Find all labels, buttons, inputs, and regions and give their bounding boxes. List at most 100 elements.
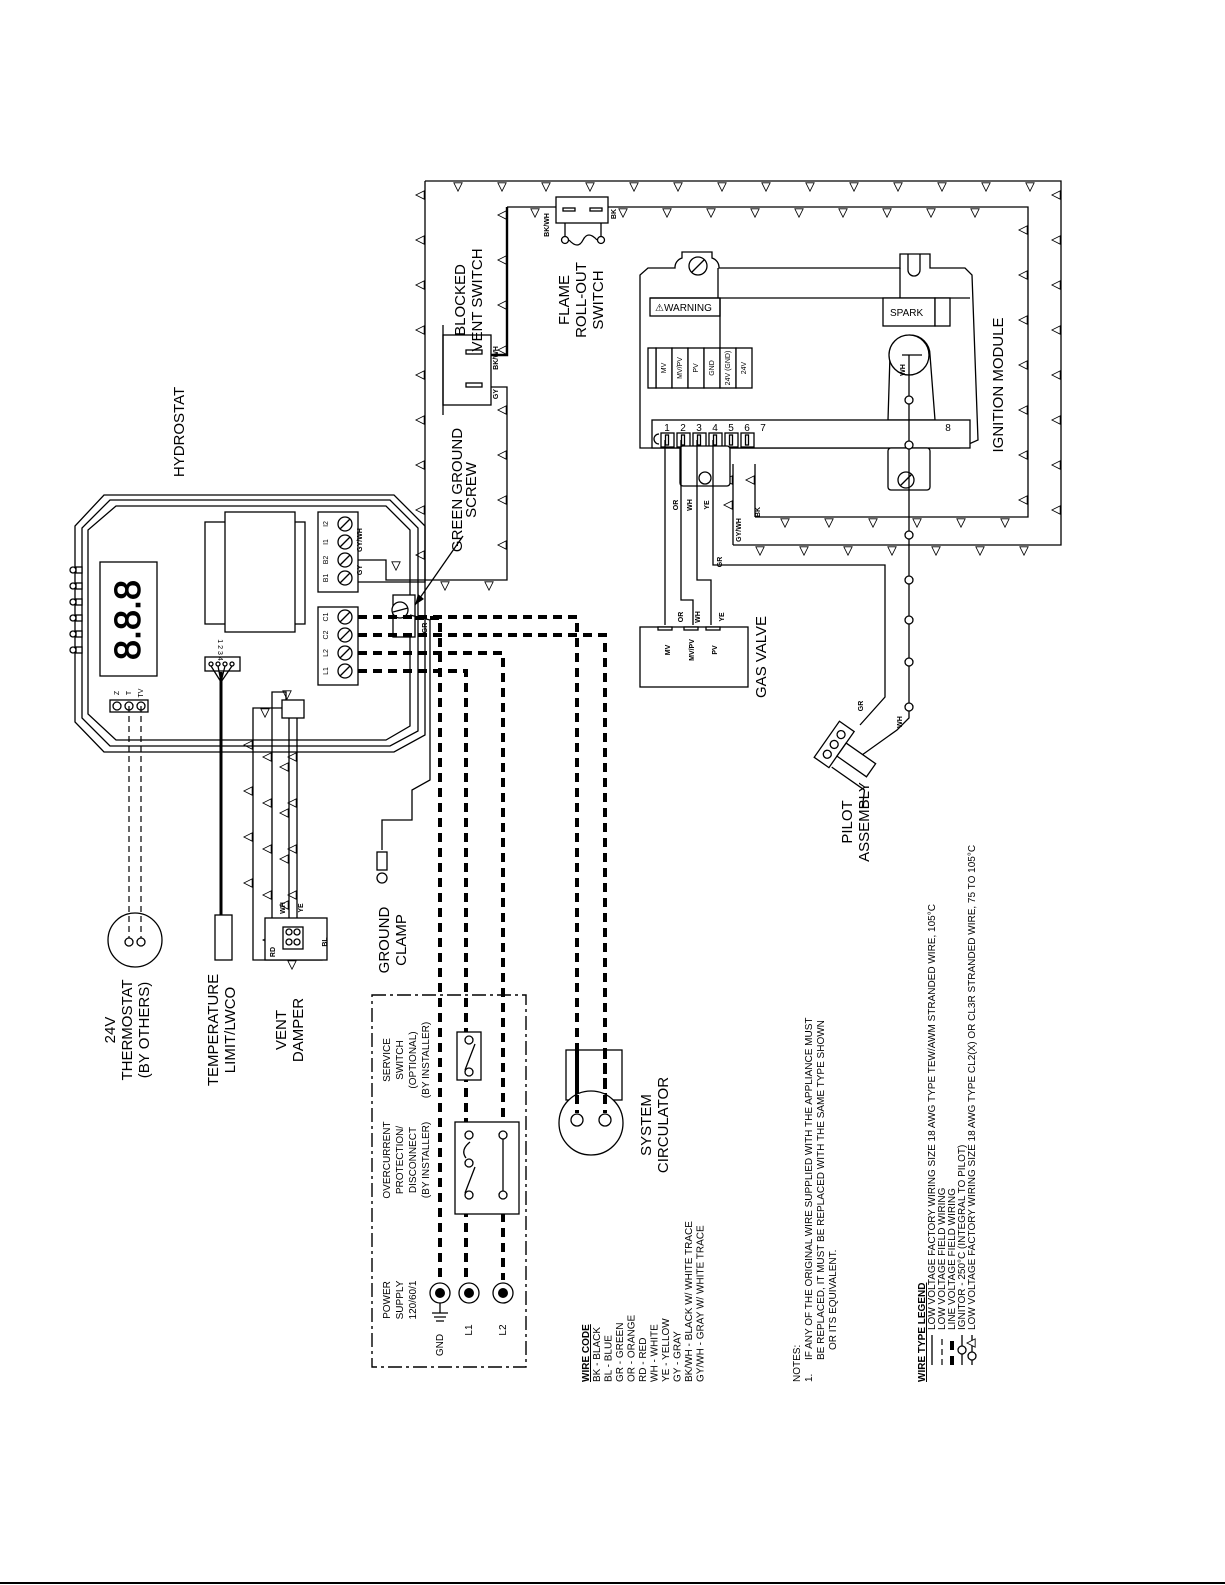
ignition-top-terminal xyxy=(735,347,753,389)
wire-label-or: OR xyxy=(673,500,680,511)
ignition-top-terminal-label: 24V (GND) xyxy=(725,351,732,386)
wire-code-item: GY - GRAY xyxy=(673,1331,684,1382)
service-switch-label-2: SWITCH xyxy=(395,1040,406,1079)
wire-marker xyxy=(415,460,425,470)
wire-marker xyxy=(287,960,297,970)
wire-marker xyxy=(1051,415,1061,425)
wire-marker xyxy=(262,890,272,900)
ignition-pin-number: 8 xyxy=(945,423,951,434)
wire-marker xyxy=(706,208,716,218)
wire-marker xyxy=(937,182,947,192)
wire-marker xyxy=(824,518,834,528)
power-supply-section: SERVICE SWITCH (OPTIONAL) (BY INSTALLER)… xyxy=(371,994,527,1368)
thermostat-terminal xyxy=(112,701,122,711)
damper-wire-rd: RD xyxy=(270,947,277,957)
wire-marker xyxy=(618,208,628,218)
blocked-vent-switch-label-1: BLOCKED xyxy=(452,264,469,336)
wire-marker xyxy=(723,500,733,510)
wire-marker xyxy=(262,844,272,854)
green-ground-screw-label-1: GREEN GROUND xyxy=(449,428,466,552)
damper-wire-bl: BL xyxy=(322,937,329,947)
wire-marker xyxy=(440,581,450,591)
flame-rollout-switch: BK/WH BK FLAME ROLL-OUT SWITCH xyxy=(544,196,618,338)
ignitor-marker xyxy=(904,530,914,540)
power-supply-label-1: POWER xyxy=(382,1281,393,1319)
wire-marker xyxy=(497,300,507,310)
power-supply-label-2: SUPPLY xyxy=(395,1280,406,1319)
service-switch-label-4: (BY INSTALLER) xyxy=(421,1022,432,1098)
spark-label: SPARK xyxy=(890,308,923,319)
note-line: OR ITS EQUIVALENT. xyxy=(828,1250,839,1350)
flame-rollout-label-1: FLAME xyxy=(556,275,573,325)
note-line: BE REPLACED, IT MUST BE REPLACED WITH TH… xyxy=(816,1020,827,1360)
service-switch-label-1: SERVICE xyxy=(382,1038,393,1082)
pilot-wire-gr: GR xyxy=(858,701,865,712)
flame-rollout-label-3: SWITCH xyxy=(590,270,607,329)
system-circulator: SYSTEM CIRCULATOR xyxy=(558,1049,672,1173)
ignition-top-terminal-label: 24V xyxy=(741,361,748,374)
spark-wire-label: WH xyxy=(900,364,907,376)
thermostat: 24V THERMOSTAT (BY OTHERS) xyxy=(102,706,163,1081)
wire-marker xyxy=(926,208,936,218)
gas-valve-wire-wh: WH xyxy=(695,611,702,623)
flame-rollout-label-2: ROLL-OUT xyxy=(573,262,590,338)
ignition-top-terminal-label: MV xyxy=(661,362,668,373)
pilot-assembly-label-2: ASSEMBLY xyxy=(856,782,873,862)
temperature-limit-label-1: TEMPERATURE xyxy=(205,974,222,1086)
overcurrent-label-4: (BY INSTALLER) xyxy=(421,1122,432,1198)
hydrostat-terminal-label: B1 xyxy=(323,574,330,583)
wire-marker xyxy=(887,546,897,556)
wire-marker xyxy=(415,505,425,515)
wire-marker xyxy=(838,208,848,218)
notes-title: NOTES: xyxy=(792,1345,803,1382)
wire-marker xyxy=(1018,225,1028,235)
note-line: IF ANY OF THE ORIGINAL WIRE SUPPLIED WIT… xyxy=(804,1018,815,1360)
wire-code-item: RD - RED xyxy=(638,1338,649,1382)
wire-label-bk-wh-2: BK/WH xyxy=(544,213,551,237)
damper-wire-wh: WH xyxy=(280,902,287,914)
wire-marker xyxy=(1000,518,1010,528)
page-bottom-border xyxy=(0,1582,1225,1584)
ignitor-marker xyxy=(904,395,914,405)
ground-clamp: GROUND CLAMP xyxy=(376,851,410,973)
vent-damper-label-2: DAMPER xyxy=(290,998,307,1062)
wire-marker xyxy=(780,518,790,528)
wire-marker xyxy=(415,235,425,245)
hydrostat-wire-gy: GY xyxy=(357,565,364,575)
overcurrent-label-1: OVERCURRENT xyxy=(382,1121,393,1198)
system-circulator-label-1: SYSTEM xyxy=(638,1094,655,1156)
hydrostat-display xyxy=(99,561,158,677)
green-ground-screw-label-2: SCREW xyxy=(463,461,480,518)
ground-wire-gr: GR xyxy=(422,623,429,634)
wire-type-legend: WIRE TYPE LEGEND LOW VOLTAGE FACTORY WIR… xyxy=(917,845,978,1382)
hydrostat-side-buttons xyxy=(69,566,83,654)
wire-marker xyxy=(1051,370,1061,380)
ignition-pin-number: 2 xyxy=(680,423,686,434)
ignition-pin-number: 5 xyxy=(728,423,734,434)
wire-label-gr: GR xyxy=(717,557,724,568)
power-terminal-l2: L2 xyxy=(498,1324,509,1336)
ignition-top-terminal-label: PV xyxy=(693,363,700,373)
gas-valve-wire-ye: YE xyxy=(719,612,726,622)
wire-marker xyxy=(243,740,253,750)
wire-marker xyxy=(1018,270,1028,280)
wire-marker xyxy=(541,182,551,192)
ignition-top-terminal-label: GND xyxy=(709,360,716,376)
wire-marker xyxy=(497,450,507,460)
wire-legend-item: LOW VOLTAGE FIELD WIRING xyxy=(937,1187,948,1330)
wire-marker xyxy=(1018,360,1028,370)
wire-marker xyxy=(970,208,980,218)
thermostat-terminal-label: Z xyxy=(114,690,121,695)
wire-marker xyxy=(260,708,270,718)
power-supply-label-3: 120/60/1 xyxy=(408,1280,419,1319)
system-circulator-label-2: CIRCULATOR xyxy=(655,1077,672,1173)
wire-marker xyxy=(849,182,859,192)
wire-marker xyxy=(717,182,727,192)
wire-label-wh: WH xyxy=(687,499,694,511)
hydrostat-terminal-label: I2 xyxy=(323,521,330,527)
temperature-limit: TEMPERATURE LIMIT/LWCO xyxy=(205,672,239,1086)
